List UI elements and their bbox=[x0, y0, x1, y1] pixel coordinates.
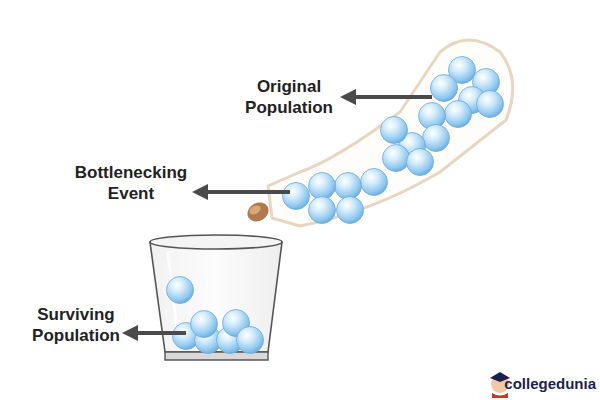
marble bbox=[309, 197, 336, 224]
marble bbox=[477, 91, 504, 118]
marble bbox=[423, 125, 450, 152]
marble bbox=[381, 117, 408, 144]
marble bbox=[445, 101, 472, 128]
marble bbox=[283, 183, 310, 210]
leader-arrow bbox=[134, 331, 186, 335]
marble bbox=[407, 149, 434, 176]
callout-label: Bottlenecking Event bbox=[66, 162, 196, 204]
callout-label: Surviving Population bbox=[26, 304, 126, 346]
bottle-cork bbox=[244, 199, 272, 226]
watermark: collegedunia bbox=[504, 375, 596, 392]
marble bbox=[361, 169, 388, 196]
glass-cup bbox=[150, 235, 282, 360]
callout-label: Original Population bbox=[234, 76, 344, 118]
marble bbox=[431, 75, 458, 102]
marble bbox=[167, 277, 194, 304]
bottle-outline bbox=[268, 40, 513, 226]
leader-arrow bbox=[204, 190, 290, 194]
marble bbox=[237, 327, 264, 354]
marble bbox=[383, 145, 410, 172]
marble bbox=[337, 197, 364, 224]
marble bbox=[309, 173, 336, 200]
leader-arrow bbox=[352, 95, 432, 99]
marbles bbox=[167, 57, 504, 354]
marble bbox=[191, 311, 218, 338]
marble bbox=[335, 173, 362, 200]
